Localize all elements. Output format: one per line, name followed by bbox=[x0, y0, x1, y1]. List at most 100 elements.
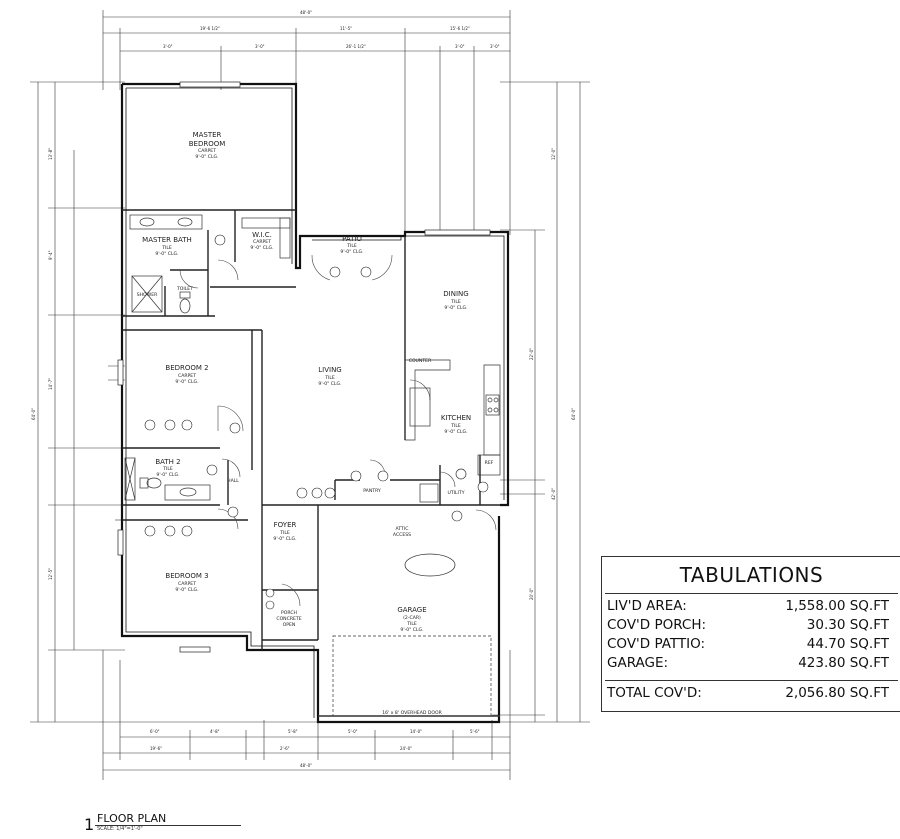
garage-clg: 9'-0" CLG. bbox=[400, 627, 423, 633]
svg-text:48'-0": 48'-0" bbox=[300, 763, 312, 768]
svg-text:11'-5": 11'-5" bbox=[340, 26, 352, 31]
garage-finish: TILE bbox=[406, 621, 417, 627]
svg-text:9'-4": 9'-4" bbox=[48, 250, 53, 260]
patio-name: PATIO bbox=[342, 235, 362, 243]
master-bedroom-name: MASTER bbox=[193, 131, 222, 139]
windows bbox=[117, 81, 491, 653]
bedroom2-finish: CARPET bbox=[178, 373, 196, 379]
tabulation-value: 423.80 SQ.FT bbox=[798, 655, 889, 671]
drawing-title: FLOOR PLAN bbox=[97, 812, 167, 825]
master-bath-finish: TILE bbox=[161, 245, 172, 251]
living-clg: 9'-0" CLG. bbox=[318, 381, 341, 387]
svg-text:24'-0": 24'-0" bbox=[400, 746, 412, 751]
svg-text:20'-0": 20'-0" bbox=[529, 588, 534, 600]
svg-text:6'-0": 6'-0" bbox=[150, 729, 160, 734]
wic-name: W.I.C. bbox=[252, 231, 272, 239]
svg-text:26'-1 1/2": 26'-1 1/2" bbox=[346, 44, 366, 49]
bath2-finish: TILE bbox=[162, 466, 173, 472]
kitchen-name: KITCHEN bbox=[441, 414, 471, 422]
bedroom2-clg: 9'-0" CLG. bbox=[175, 379, 198, 385]
detail-tags bbox=[144, 234, 489, 610]
tabulation-label: GARAGE: bbox=[607, 655, 669, 671]
bedroom3-finish: CARPET bbox=[178, 581, 196, 587]
tabulation-total-value: 2,056.80 SQ.FT bbox=[785, 685, 889, 701]
tabulation-row-porch: COV'D PORCH: 30.30 SQ.FT bbox=[607, 617, 889, 635]
master-bedroom-name2: BEDROOM bbox=[189, 140, 226, 148]
garage-name2: (2-CAR) bbox=[403, 615, 421, 621]
tabulations-title-rule bbox=[605, 593, 898, 594]
wic-finish: CARPET bbox=[253, 239, 271, 245]
wic-clg: 9'-0" CLG. bbox=[250, 245, 273, 251]
kitchen-finish: TILE bbox=[450, 423, 461, 429]
counter-name: COUNTER bbox=[409, 358, 432, 364]
foyer-name: FOYER bbox=[274, 521, 297, 529]
master-bedroom-finish: CARPET bbox=[198, 148, 216, 154]
drawing-scale: SCALE: 1/4"=1'-0" bbox=[97, 826, 143, 832]
svg-text:13'-8": 13'-8" bbox=[48, 148, 53, 160]
door-swings bbox=[179, 254, 497, 607]
svg-text:19'-6": 19'-6" bbox=[150, 746, 162, 751]
living-finish: TILE bbox=[324, 375, 335, 381]
tabulation-label: COV'D PORCH: bbox=[607, 617, 707, 633]
dining-name: DINING bbox=[443, 290, 468, 298]
drawing-title-rule bbox=[95, 825, 241, 826]
svg-text:19'-6 1/2": 19'-6 1/2" bbox=[200, 26, 220, 31]
svg-text:12'-0": 12'-0" bbox=[551, 148, 556, 160]
svg-text:42'-0": 42'-0" bbox=[551, 488, 556, 500]
bedroom3-name: BEDROOM 3 bbox=[165, 572, 208, 580]
svg-text:4'-8": 4'-8" bbox=[210, 729, 220, 734]
svg-text:2'-6": 2'-6" bbox=[280, 746, 290, 751]
hall-name: HALL bbox=[227, 478, 239, 484]
bedroom2-name: BEDROOM 2 bbox=[165, 364, 208, 372]
master-bedroom-clg: 9'-0" CLG. bbox=[195, 154, 218, 160]
svg-text:3'-0": 3'-0" bbox=[255, 44, 265, 49]
patio-clg: 9'-0" CLG. bbox=[340, 249, 363, 255]
living-name: LIVING bbox=[318, 366, 341, 374]
tabulations-panel: TABULATIONS LIV'D AREA: 1,558.00 SQ.FT C… bbox=[601, 556, 900, 712]
tabulation-value: 1,558.00 SQ.FT bbox=[785, 598, 889, 614]
patio-finish: TILE bbox=[346, 243, 357, 249]
tabulation-label: COV'D PATTIO: bbox=[607, 636, 706, 652]
tabulations-title: TABULATIONS bbox=[679, 563, 824, 587]
tabulation-value: 30.30 SQ.FT bbox=[806, 617, 889, 633]
ref-name: REF bbox=[485, 460, 494, 466]
pantry-name: PANTRY bbox=[363, 488, 381, 494]
room-labels: MASTER BEDROOM CARPET 9'-0" CLG. MASTER … bbox=[137, 131, 494, 716]
utility-name: UTILITY bbox=[447, 490, 464, 496]
svg-text:3'-0": 3'-0" bbox=[490, 44, 500, 49]
foyer-clg: 9'-0" CLG. bbox=[273, 536, 296, 542]
tabulation-row-garage: GARAGE: 423.80 SQ.FT bbox=[607, 655, 889, 673]
kitchen-clg: 9'-0" CLG. bbox=[444, 429, 467, 435]
svg-text:14'-7": 14'-7" bbox=[48, 378, 53, 390]
svg-text:64'-0": 64'-0" bbox=[571, 408, 576, 420]
tabulations-total-rule bbox=[605, 680, 898, 681]
tabulation-row-patio: COV'D PATTIO: 44.70 SQ.FT bbox=[607, 636, 889, 654]
porch-clg: OPEN bbox=[283, 622, 296, 628]
bath2-name: BATH 2 bbox=[155, 458, 180, 466]
porch-finish: CONCRETE bbox=[276, 616, 301, 622]
svg-text:12'-5": 12'-5" bbox=[48, 568, 53, 580]
porch-name: PORCH bbox=[281, 610, 297, 616]
foyer-finish: TILE bbox=[279, 530, 290, 536]
toilet-name: TOILET bbox=[176, 286, 193, 292]
svg-text:5'-0": 5'-0" bbox=[348, 729, 358, 734]
tabulation-label: LIV'D AREA: bbox=[607, 598, 687, 614]
attic-name: ATTIC bbox=[396, 526, 409, 532]
attic-name2: ACCESS bbox=[393, 532, 411, 538]
dimension-text: 48'-0" 19'-6 1/2" 11'-5" 15'-6 1/2" 3'-0… bbox=[31, 10, 576, 768]
tabulation-value: 44.70 SQ.FT bbox=[806, 636, 889, 652]
svg-text:5'-8": 5'-8" bbox=[288, 729, 298, 734]
garage-name: GARAGE bbox=[397, 606, 426, 614]
svg-text:22'-0": 22'-0" bbox=[529, 348, 534, 360]
master-bath-clg: 9'-0" CLG. bbox=[155, 251, 178, 257]
bedroom3-clg: 9'-0" CLG. bbox=[175, 587, 198, 593]
shower-name: SHOWER bbox=[137, 292, 158, 298]
overhead-door-label: 16' x 8' OVERHEAD DOOR bbox=[382, 710, 442, 716]
fixtures bbox=[124, 214, 501, 717]
dimension-lines bbox=[30, 10, 590, 780]
svg-text:64'-0": 64'-0" bbox=[31, 408, 36, 420]
svg-text:14'-0": 14'-0" bbox=[410, 729, 422, 734]
exterior-walls bbox=[120, 82, 510, 724]
drawing-number: 1 bbox=[84, 815, 95, 834]
